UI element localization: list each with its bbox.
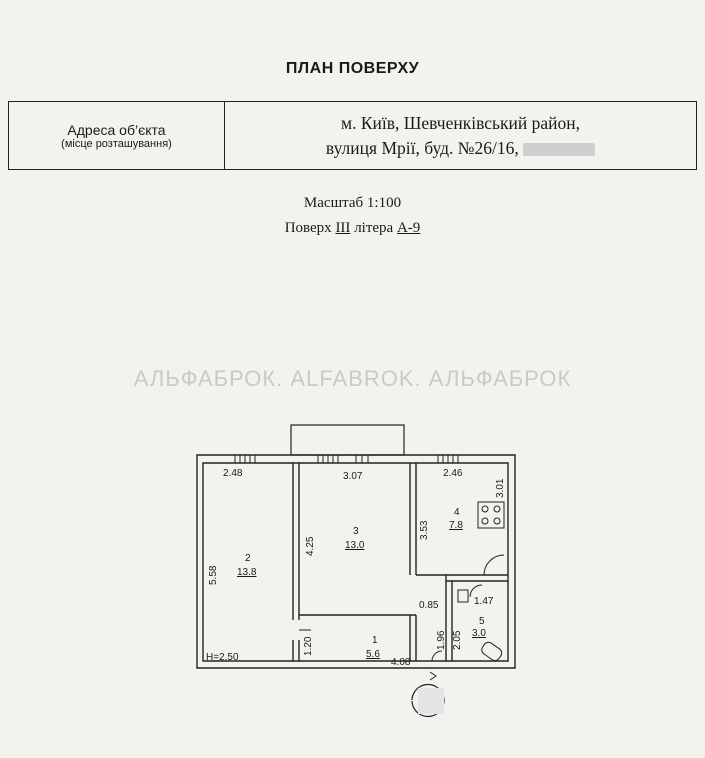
room-area: 13.8: [237, 567, 257, 578]
floor-prefix: Поверх: [284, 220, 332, 236]
entrance-mark: [411, 671, 445, 718]
room-area: 7.8: [449, 520, 463, 531]
toilet-icon: [481, 641, 503, 662]
door-swings: [299, 554, 505, 662]
dim-label: 3.01: [495, 478, 506, 498]
room-number: 2: [245, 553, 251, 564]
room-number: 4: [454, 507, 460, 518]
document-title: ПЛАН ПОВЕРХУ: [285, 60, 420, 77]
room-area: 3.0: [472, 628, 486, 639]
address-label-cell: Адреса об’єкта (місце розташування): [9, 102, 225, 169]
dim-label: 4.25: [305, 536, 316, 556]
dim-label: 1.47: [474, 596, 494, 607]
litera-label: літера: [354, 220, 394, 236]
address-line-2: вулиця Мрії, буд. №26/16,: [325, 137, 519, 158]
watermark: АЛЬФАБРОК. ALFABROK. АЛЬФАБРОК: [133, 366, 572, 391]
outer-walls: [196, 454, 516, 669]
room-number: 1: [372, 635, 378, 646]
room-area: 5.6: [366, 649, 380, 660]
address-line-1: м. Київ, Шевченківський район,: [341, 112, 580, 133]
room-area: 13.0: [345, 540, 365, 551]
sink-icon: [457, 589, 469, 603]
dim-label: 5.58: [208, 565, 219, 585]
redaction-mark: [523, 142, 596, 156]
stove-icon: [477, 501, 505, 529]
address-value-cell: м. Київ, Шевченківський район, вулиця Мр…: [225, 102, 696, 169]
room-number: 5: [479, 616, 485, 627]
scale-label: Масштаб 1:100: [303, 195, 402, 211]
ceiling-height: H=2.50: [206, 652, 239, 663]
dim-label: 4.08: [391, 657, 411, 668]
address-label: Адреса об’єкта: [67, 121, 166, 138]
floor-label: Поверх III літера А-9: [0, 220, 705, 237]
litera-value: А-9: [396, 220, 421, 236]
dim-label: 3.53: [419, 520, 430, 540]
dim-label: 0.85: [419, 600, 439, 611]
room-number: 3: [353, 526, 359, 537]
floor-number: III: [335, 220, 351, 236]
balcony: [290, 424, 405, 456]
dim-label: 2.46: [443, 468, 463, 479]
dim-label: 3.07: [343, 471, 363, 482]
windows: [234, 455, 459, 463]
dim-label: 2.05: [452, 630, 463, 650]
address-table: Адреса об’єкта (місце розташування) м. К…: [8, 101, 697, 170]
address-sublabel: (місце розташування): [61, 137, 172, 150]
dim-label: 1.20: [303, 636, 314, 656]
dim-label: 1.96: [436, 630, 447, 650]
address-line-2-wrap: вулиця Мрії, буд. №26/16,: [325, 136, 596, 161]
interior-walls: [292, 463, 508, 661]
dim-label: 2.48: [223, 468, 243, 479]
